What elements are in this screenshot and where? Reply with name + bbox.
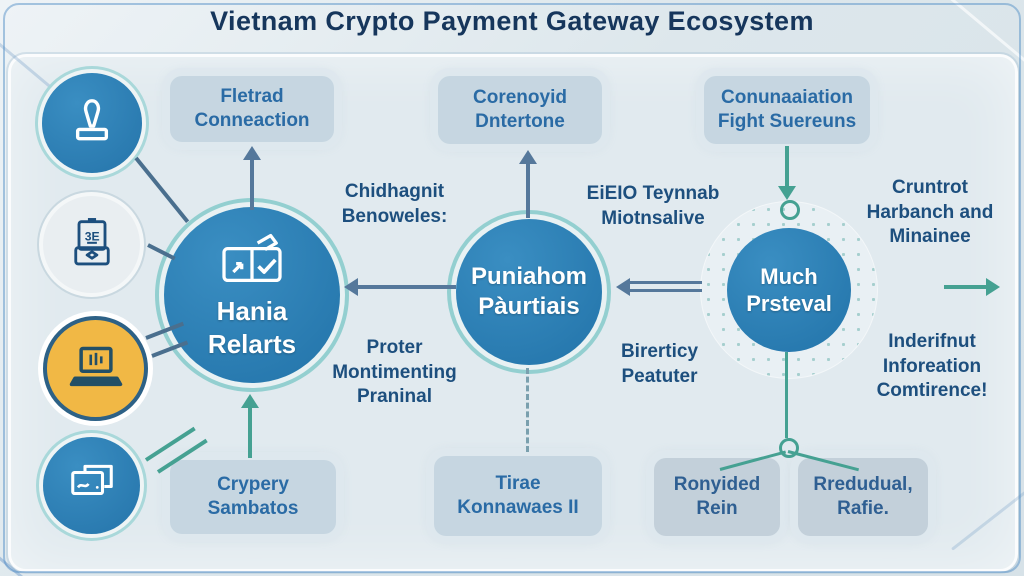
hub-label: Much Prsteval	[746, 263, 832, 317]
arrow-up-to-corenoyid	[519, 150, 537, 164]
hub-label: Puniahom Pàurtiais	[470, 263, 587, 320]
annotation-inderifnut: Inderifnut Inforeation Comtirence!	[876, 331, 988, 402]
connector-hub2-tirae-dashed	[526, 368, 529, 452]
badge-clipboard: 3E	[43, 196, 140, 293]
arrow-down-to-hub3	[778, 186, 796, 200]
top-box-corenoyid: Corenoyid Dntertone	[438, 76, 602, 144]
page-title: Vietnam Crypto Payment Gateway Ecosystem	[210, 6, 814, 36]
clipboard-icon: 3E	[66, 213, 118, 276]
badge-stamp	[42, 73, 142, 173]
ring-marker-top	[780, 200, 800, 220]
bottom-box-ronyided: Ronyided Rein	[654, 458, 780, 536]
hub-label: Hania Relarts	[207, 296, 297, 359]
laptop-icon	[68, 341, 124, 396]
bottom-box-tirae: Tirae Konnawaes II	[434, 456, 602, 536]
annotation-cruntrot: Cruntrot Harbanch and Minainee	[866, 177, 994, 248]
connector-box3-hub3	[785, 146, 789, 186]
hub-puniahom: Puniahom Pàurtiais	[456, 219, 602, 365]
connector-hub3-fork-stem	[785, 352, 788, 438]
connector-hub2-box2	[526, 162, 530, 218]
connector-hub3-hub2-a	[630, 281, 702, 284]
annotation-proter: Proter Montimenting Praninal	[332, 337, 457, 408]
arrow-left-to-hub1	[344, 278, 358, 296]
arrow-up-to-fletrad	[243, 146, 261, 160]
svg-text:3E: 3E	[84, 229, 99, 243]
top-box-conunaaiation: Conunaaiation Fight Suereuns	[704, 76, 870, 144]
card-check-icon	[214, 230, 290, 291]
connector-hub1-box1	[250, 158, 254, 210]
annotation-birerticy: Birerticy Peatuter	[620, 341, 699, 387]
badge-cards	[43, 437, 140, 534]
arrow-up-to-hub1-from-crypery	[241, 394, 259, 408]
badge-laptop	[43, 316, 148, 421]
arrow-right-exit	[986, 278, 1000, 296]
annotation-chidhagnit: Chidhagnit Benoweles:	[341, 181, 448, 227]
connector-hub2-hub1	[358, 285, 456, 289]
hub-much-prsteval: Much Prsteval	[727, 228, 851, 352]
stamp-icon	[65, 94, 119, 153]
connector-hub3-hub2-b	[630, 289, 702, 292]
cards-icon	[64, 458, 120, 513]
top-box-fletrad: Fletrad Conneaction	[170, 76, 334, 142]
annotation-eieio: EiEIO Teynnab Miotnsalive	[586, 183, 720, 229]
connector-crypery-hub1	[248, 408, 252, 458]
connector-hub3-right	[944, 285, 988, 289]
arrow-left-to-hub2	[616, 278, 630, 296]
bottom-box-rredudual: Rredudual, Rafie.	[798, 458, 928, 536]
hub-hania-relarts: Hania Relarts	[164, 207, 340, 383]
ring-marker-fork	[779, 438, 799, 458]
bottom-box-crypery: Crypery Sambatos	[170, 460, 336, 534]
